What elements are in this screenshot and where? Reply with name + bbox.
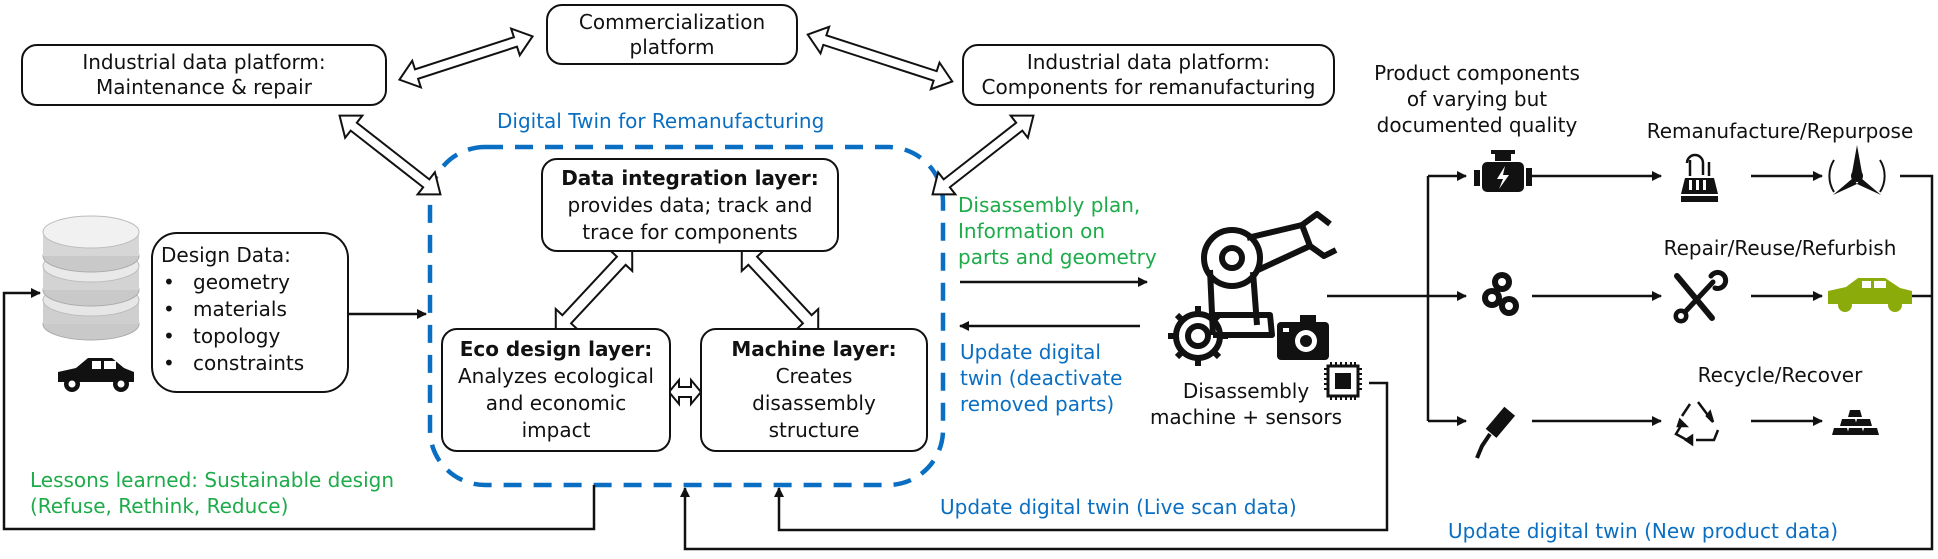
double-arrow-integration-eco (554, 247, 634, 333)
wind-turbine-icon (1828, 145, 1886, 195)
gears-icon (1482, 272, 1519, 316)
engine-icon (1474, 150, 1532, 192)
update-deactivate-line2: twin (deactivate (960, 366, 1123, 390)
double-arrow-maintenance-commercialization (397, 26, 535, 90)
disassembly-plan-line3: parts and geometry (958, 245, 1157, 269)
3d-printer-icon (1681, 153, 1718, 202)
design-data-item: constraints (161, 350, 347, 377)
update-deactivate-line1: Update digital (960, 340, 1101, 364)
design-data-heading: Design Data: (161, 243, 291, 267)
lessons-learned-line2: (Refuse, Rethink, Reduce) (30, 494, 289, 518)
double-arrow-integration-machine (740, 247, 820, 333)
design-data-list: geometry materials topology constraints (161, 269, 347, 377)
update-deactivate-line3: removed parts) (960, 392, 1115, 416)
remanufacture-label: Remanufacture/Repurpose (1646, 119, 1914, 143)
outcome-arrows (1532, 171, 1823, 426)
design-data-item: materials (161, 296, 347, 323)
maintenance-platform-box: Industrial data platform: Maintenance & … (21, 44, 387, 106)
data-integration-heading: Data integration layer: (561, 165, 819, 190)
lessons-learned-line1: Lessons learned: Sustainable design (30, 468, 395, 492)
product-components-label: Product components of varying but docume… (1362, 60, 1592, 138)
machine-layer-line3: structure (768, 418, 860, 442)
disassembly-plan-line2: Information on (958, 219, 1106, 243)
eco-design-line2: and economic (485, 391, 627, 415)
recycle-label: Recycle/Recover (1697, 363, 1863, 387)
commercialization-line1: Commercialization (578, 9, 766, 34)
database-icon (42, 215, 140, 341)
components-platform-line1: Industrial data platform: (1026, 50, 1271, 74)
double-arrow-eco-machine (667, 377, 703, 407)
exhaust-pipe-icon (1475, 406, 1516, 459)
eco-design-line1: Analyzes ecological (458, 364, 654, 388)
commercialization-platform-box: Commercialization platform (546, 4, 798, 65)
eco-design-line3: impact (521, 418, 591, 442)
design-data-item: geometry (161, 269, 347, 296)
double-arrow-commercialization-components (806, 25, 954, 91)
tools-icon (1673, 270, 1729, 324)
camera-icon (1277, 315, 1329, 360)
repair-label: Repair/Reuse/Refurbish (1663, 236, 1897, 260)
data-integration-line2: trace for components (582, 219, 798, 244)
disassembly-plan-line1: Disassembly plan, (958, 193, 1141, 217)
robot-arm-icon (1168, 211, 1338, 366)
new-product-label: Update digital twin (New product data) (1448, 519, 1839, 543)
double-arrow-maintenance-twin (338, 114, 442, 196)
branch-lines (1327, 171, 1467, 426)
machine-layer-line1: Creates (775, 364, 853, 388)
digital-twin-title: Digital Twin for Remanufacturing (497, 109, 825, 133)
machine-layer-line2: disassembly (752, 391, 876, 415)
components-label-line3: documented quality (1376, 113, 1578, 137)
recycle-icon (1674, 401, 1720, 447)
components-platform-box: Industrial data platform: Components for… (962, 44, 1335, 106)
machine-label-line1: Disassembly (1182, 379, 1310, 403)
eco-design-layer-box: Eco design layer: Analyzes ecological an… (441, 328, 671, 452)
components-label-line1: Product components (1374, 61, 1580, 85)
digital-twin-boundary (427, 144, 946, 488)
components-platform-line2: Components for remanufacturing (981, 75, 1316, 99)
data-integration-line1: provides data; track and (567, 192, 813, 217)
gold-bars-icon (1832, 410, 1879, 435)
maintenance-platform-line2: Maintenance & repair (96, 75, 312, 99)
machine-label-line2: machine + sensors (1149, 405, 1343, 429)
sensor-chip-icon (1324, 362, 1362, 400)
double-arrow-components-twin (931, 114, 1035, 196)
live-scan-label: Update digital twin (Live scan data) (940, 495, 1297, 519)
disassembly-machine-label: Disassembly machine + sensors (1146, 378, 1346, 430)
design-data-box: Design Data: geometry materials topology… (151, 232, 349, 393)
disassembly-plan-label: Disassembly plan, Information on parts a… (958, 192, 1157, 270)
machine-layer-heading: Machine layer: (731, 337, 897, 361)
data-integration-layer-box: Data integration layer: provides data; t… (541, 158, 839, 252)
lessons-learned-label: Lessons learned: Sustainable design (Ref… (30, 467, 394, 519)
maintenance-platform-line1: Industrial data platform: (82, 50, 326, 74)
design-data-item: topology (161, 323, 347, 350)
car-icon (58, 358, 134, 392)
commercialization-line2: platform (629, 34, 715, 59)
feedback-lines (2, 174, 1934, 551)
components-label-line2: of varying but (1406, 87, 1548, 111)
refurbished-car-icon (1828, 278, 1912, 312)
update-deactivate-label: Update digital twin (deactivate removed … (960, 339, 1122, 417)
machine-layer-box: Machine layer: Creates disassembly struc… (700, 328, 928, 452)
eco-design-heading: Eco design layer: (459, 337, 653, 361)
